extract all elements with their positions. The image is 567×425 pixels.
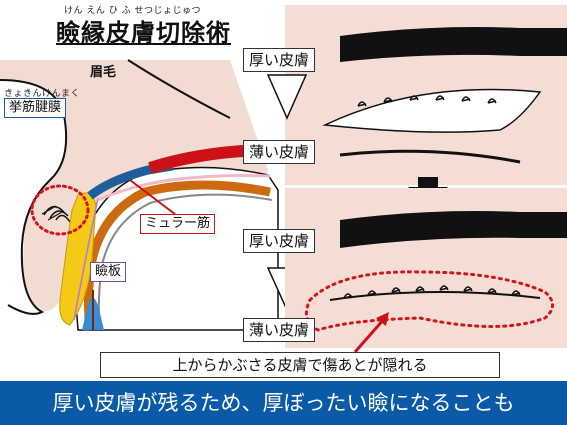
caption-pointer — [353, 317, 387, 353]
bottom-dotted-outline — [304, 270, 554, 332]
eyelashes — [43, 206, 71, 223]
title-ruby: けん えん ひ ふ せつじょじゅつ — [64, 6, 201, 16]
label-levator: 挙筋腱膜 — [4, 98, 67, 118]
bottom-banner: 厚い皮膚が残るため、厚ぼったい瞼になることも — [0, 381, 567, 425]
top-sutures — [357, 95, 497, 107]
page-title: 瞼縁皮膚切除術 — [56, 19, 231, 47]
label-muller: ミュラー筋 — [140, 214, 216, 234]
top-excised-strip — [322, 88, 542, 133]
purple-line — [73, 197, 99, 321]
muller-pointer — [129, 179, 181, 219]
orange-layer — [83, 180, 271, 331]
tarsus-plate — [59, 192, 97, 326]
label-tarsus: 瞼板 — [90, 262, 127, 282]
scar-caption: 上からかぶさる皮膚で傷あとが隠れる — [100, 352, 500, 378]
levator-aponeurosis — [87, 161, 173, 200]
top-thick-skin — [340, 27, 567, 62]
bottom-sutures — [343, 285, 521, 299]
caption-pointer-head — [376, 312, 389, 326]
label-top-thin: 薄い皮膚 — [243, 140, 316, 164]
label-eyebrow: 眉毛 — [90, 65, 117, 80]
levator-ruby: きょきんけんまく — [4, 89, 81, 99]
suture-marks — [41, 205, 63, 221]
upper-outline — [127, 59, 231, 119]
bottom-thick-skin — [340, 211, 567, 248]
label-top-thick: 厚い皮膚 — [243, 48, 316, 72]
excision-marker-left — [30, 184, 90, 236]
conjunctiva — [97, 174, 271, 202]
down-triangle-top — [266, 74, 308, 120]
top-thin-skin — [339, 149, 521, 164]
label-bottom-thick: 厚い皮膚 — [243, 229, 316, 253]
label-bottom-thin: 薄い皮膚 — [243, 318, 316, 342]
orbit-gray-line — [97, 193, 273, 331]
